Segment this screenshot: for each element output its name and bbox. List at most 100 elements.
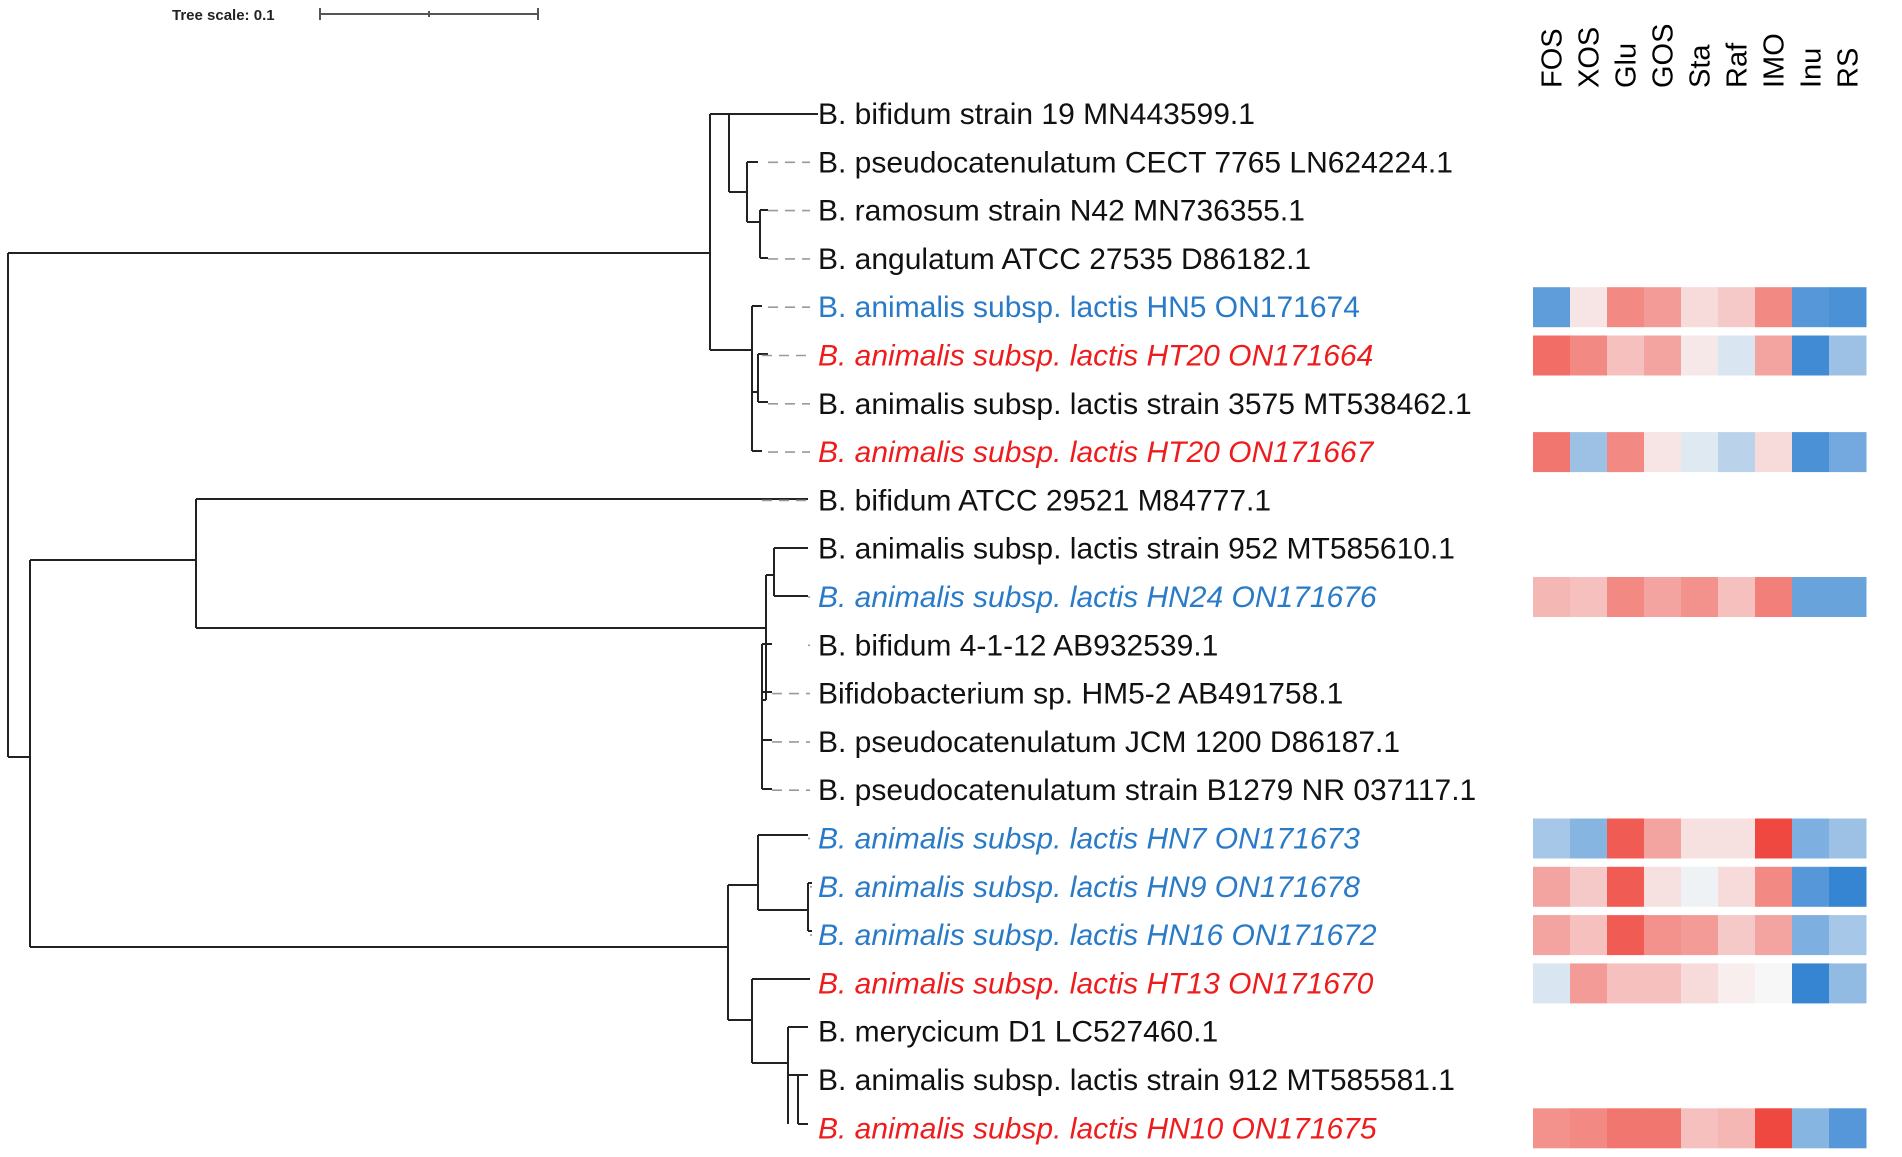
heatmap-cell <box>1533 432 1571 473</box>
heatmap-cell <box>1681 915 1719 956</box>
heatmap-cell <box>1755 915 1793 956</box>
heatmap-cell <box>1533 1108 1571 1149</box>
column-header: Glu <box>1611 43 1643 88</box>
heatmap-cell <box>1681 335 1719 376</box>
heatmap-cell <box>1792 818 1830 859</box>
heatmap-cell <box>1533 963 1571 1004</box>
leaf-label: B. merycicum D1 LC527460.1 <box>818 1016 1218 1049</box>
column-header: Inu <box>1796 48 1828 88</box>
heatmap-cell <box>1607 432 1645 473</box>
heatmap-cell <box>1570 866 1608 907</box>
heatmap-cell <box>1533 818 1571 859</box>
heatmap-cell <box>1681 866 1719 907</box>
heatmap-cell <box>1681 287 1719 328</box>
leaf-labels: B. bifidum strain 19 MN443599.1 B. pseudo… <box>818 98 1476 1145</box>
heatmap-cell <box>1570 1108 1608 1149</box>
heatmap-cell <box>1829 963 1867 1004</box>
column-header: RS <box>1833 48 1865 88</box>
heatmap-cell <box>1718 963 1756 1004</box>
column-header: GOS <box>1648 24 1680 88</box>
heatmap-cell <box>1792 1108 1830 1149</box>
leaf-label: B. animalis subsp. lactis strain 952 MT5… <box>818 533 1455 566</box>
heatmap-cell <box>1607 963 1645 1004</box>
heatmap-cell <box>1570 577 1608 617</box>
leaf-label: B. ramosum strain N42 MN736355.1 <box>818 195 1305 228</box>
heatmap-cell <box>1829 818 1867 859</box>
tree-scale: Tree scale: 0.1 <box>172 7 539 24</box>
column-header: Sta <box>1685 44 1717 88</box>
heatmap-cell <box>1792 577 1830 617</box>
heatmap-cell <box>1681 577 1719 617</box>
heatmap-cell <box>1607 818 1645 859</box>
heatmap-cell <box>1533 335 1571 376</box>
column-header: IMO <box>1759 33 1791 88</box>
heatmap-cell <box>1644 432 1682 473</box>
heatmap-cell <box>1718 577 1756 617</box>
heatmap-cell <box>1718 1108 1756 1149</box>
leaf-label: B. bifidum ATCC 29521 M84777.1 <box>818 484 1271 517</box>
heatmap-cell <box>1755 577 1793 617</box>
heatmap-cell <box>1829 866 1867 907</box>
column-header: Raf <box>1722 42 1754 88</box>
leaf-label: B. animalis subsp. lactis strain 912 MT5… <box>818 1064 1455 1097</box>
heatmap-cell <box>1533 866 1571 907</box>
leaf-dashes <box>762 161 812 936</box>
heatmap-cell <box>1570 915 1608 956</box>
heatmap-cell <box>1718 432 1756 473</box>
leaf-label: B. animalis subsp. lactis HN7 ON171673 <box>818 823 1360 856</box>
heatmap-cell <box>1718 287 1756 328</box>
heatmap-cell <box>1644 287 1682 328</box>
heatmap-cell <box>1681 1108 1719 1149</box>
leaf-label: B. animalis subsp. lactis HN16 ON171672 <box>818 919 1377 952</box>
tree-branches <box>7 113 818 1125</box>
heatmap-cell <box>1607 915 1645 956</box>
heatmap-cell <box>1644 335 1682 376</box>
heatmap-cell <box>1829 915 1867 956</box>
leaf-label: B. animalis subsp. lactis HT20 ON171667 <box>818 436 1375 469</box>
tree-scale-label: Tree scale: 0.1 <box>172 7 275 24</box>
heatmap-cell <box>1681 432 1719 473</box>
heatmap-cell <box>1792 866 1830 907</box>
heatmap-cell <box>1607 1108 1645 1149</box>
heatmap-cell <box>1570 335 1608 376</box>
leaf-label: B. animalis subsp. lactis HN10 ON171675 <box>818 1112 1377 1145</box>
heatmap-cell <box>1718 335 1756 376</box>
heatmap-cell <box>1792 335 1830 376</box>
heatmap-cell <box>1792 963 1830 1004</box>
heatmap-cell <box>1829 335 1867 376</box>
leaf-label: B. animalis subsp. lactis HT13 ON171670 <box>818 967 1374 1000</box>
heatmap-cell <box>1681 818 1719 859</box>
column-header: XOS <box>1574 27 1606 88</box>
leaf-label: B. animalis subsp. lactis HN24 ON171676 <box>818 581 1377 614</box>
heatmap-cell <box>1644 1108 1682 1149</box>
heatmap-cell <box>1755 963 1793 1004</box>
leaf-label: B. pseudocatenulatum strain B1279 NR 037… <box>818 774 1476 807</box>
heatmap-cell <box>1829 577 1867 617</box>
heatmap-cell <box>1607 577 1645 617</box>
heatmap-cell <box>1644 915 1682 956</box>
heatmap-cell <box>1533 287 1571 328</box>
heatmap-cell <box>1755 818 1793 859</box>
heatmap-cell <box>1570 432 1608 473</box>
heatmap-cell <box>1681 963 1719 1004</box>
heatmap-cell <box>1718 866 1756 907</box>
leaf-label: B. bifidum strain 19 MN443599.1 <box>818 98 1255 131</box>
column-header: FOS <box>1537 28 1569 88</box>
heatmap-cell <box>1533 577 1571 617</box>
heatmap-cell <box>1829 1108 1867 1149</box>
heatmap-cell <box>1607 335 1645 376</box>
leaf-label: B. animalis subsp. lactis HT20 ON171664 <box>818 340 1373 373</box>
heatmap-cell <box>1718 915 1756 956</box>
heatmap-cell <box>1570 287 1608 328</box>
heatmap <box>1533 287 1867 1149</box>
heatmap-cell <box>1644 818 1682 859</box>
leaf-label: B. animalis subsp. lactis strain 3575 MT… <box>818 388 1472 421</box>
heatmap-cell <box>1607 287 1645 328</box>
leaf-label: B. animalis subsp. lactis HN5 ON171674 <box>818 291 1360 324</box>
heatmap-cell <box>1644 866 1682 907</box>
heatmap-cell <box>1718 818 1756 859</box>
heatmap-cell <box>1792 432 1830 473</box>
heatmap-cell <box>1829 432 1867 473</box>
